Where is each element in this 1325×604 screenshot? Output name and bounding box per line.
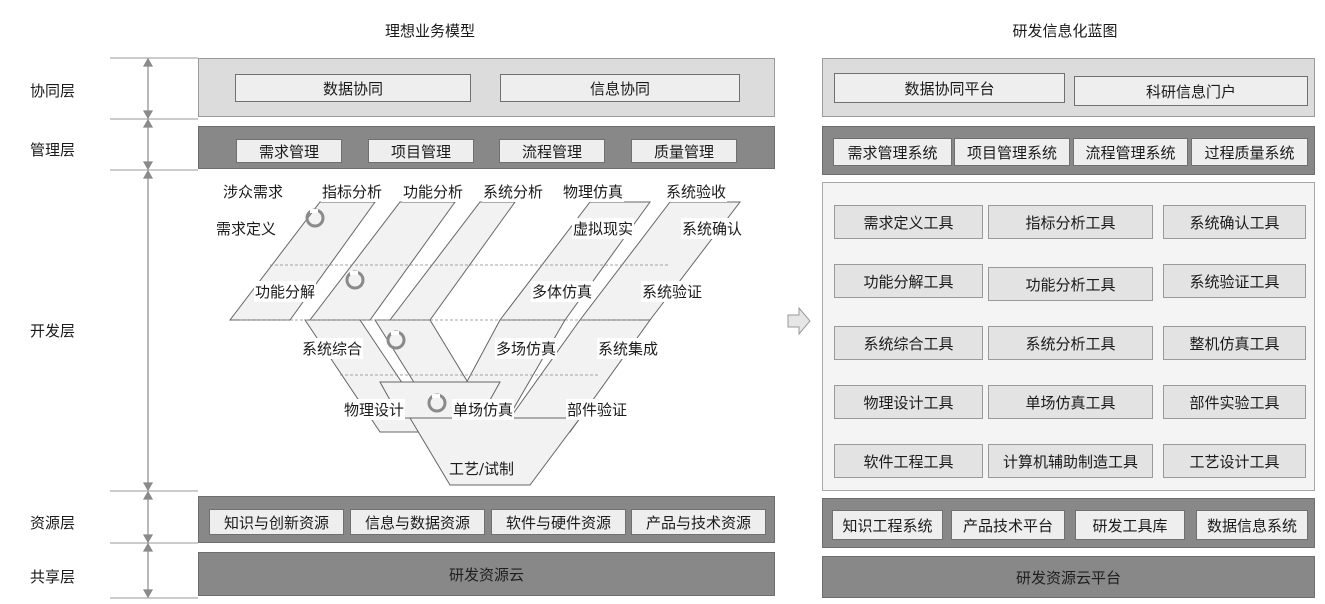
left-res-product-tech: 产品与技术资源 (631, 509, 766, 535)
tool-system-validation: 系统确认工具 (1163, 205, 1306, 239)
tool-process-design: 工艺设计工具 (1163, 444, 1306, 478)
left-collab-data: 数据协同 (235, 74, 471, 102)
v-label-system-acceptance: 系统验收 (665, 181, 728, 202)
layer-label-collaboration: 协同层 (30, 82, 76, 100)
layer-label-resource: 资源层 (30, 514, 76, 532)
left-collaboration-band: 数据协同 信息协同 (198, 58, 775, 117)
tool-software-eng: 软件工程工具 (834, 444, 983, 478)
right-res-data-info: 数据信息系统 (1196, 510, 1308, 540)
left-mgmt-project: 项目管理 (368, 139, 474, 163)
left-res-knowledge: 知识与创新资源 (209, 509, 344, 535)
tool-component-test: 部件实验工具 (1163, 385, 1306, 419)
v-label-physical-design: 物理设计 (343, 399, 406, 420)
tool-singlefield-sim: 单场仿真工具 (988, 385, 1153, 419)
right-mgmt-process: 流程管理系统 (1073, 138, 1188, 166)
v-label-stakeholder-req: 涉众需求 (222, 181, 285, 202)
tool-system-analysis: 系统分析工具 (988, 326, 1153, 360)
tool-index-analysis: 指标分析工具 (988, 205, 1153, 239)
v-label-system-assembly: 系统集成 (597, 338, 660, 359)
v-label-index-analysis: 指标分析 (321, 181, 384, 202)
right-management-band: 需求管理系统 项目管理系统 流程管理系统 过程质量系统 (822, 126, 1315, 175)
v-label-system-verification: 系统验证 (641, 281, 704, 302)
tool-system-verification: 系统验证工具 (1163, 264, 1306, 298)
v-label-singlefield-sim: 单场仿真 (452, 399, 515, 420)
tool-physical-design: 物理设计工具 (834, 385, 983, 419)
right-res-knowledge-eng: 知识工程系统 (832, 510, 943, 540)
right-res-product-platform: 产品技术平台 (951, 510, 1065, 540)
left-cloud-band: 研发资源云 (198, 552, 775, 596)
v-label-virtual-reality: 虚拟现实 (572, 218, 635, 239)
right-mgmt-quality: 过程质量系统 (1191, 138, 1308, 166)
left-res-info-data: 信息与数据资源 (350, 509, 485, 535)
dimension-arrow-icon (110, 57, 198, 599)
v-label-process-trial: 工艺/试制 (449, 460, 515, 478)
right-mgmt-requirement: 需求管理系统 (833, 138, 952, 166)
right-collab-portal: 科研信息门户 (1074, 76, 1308, 106)
right-res-tool-library: 研发工具库 (1075, 510, 1185, 540)
left-title: 理想业务模型 (384, 22, 475, 40)
right-collab-data-platform: 数据协同平台 (834, 73, 1065, 103)
left-mgmt-quality: 质量管理 (631, 139, 737, 163)
left-mgmt-requirement: 需求管理 (236, 139, 342, 163)
tool-req-definition: 需求定义工具 (834, 205, 983, 239)
right-resource-band: 知识工程系统 产品技术平台 研发工具库 数据信息系统 (822, 498, 1315, 548)
tool-full-machine-sim: 整机仿真工具 (1163, 326, 1306, 360)
tool-cam: 计算机辅助制造工具 (988, 444, 1153, 478)
left-resource-band: 知识与创新资源 信息与数据资源 软件与硬件资源 产品与技术资源 (198, 496, 775, 543)
right-mgmt-project: 项目管理系统 (954, 138, 1070, 166)
v-label-system-integration: 系统综合 (301, 338, 364, 359)
v-label-function-analysis: 功能分析 (402, 181, 465, 202)
right-tools-panel: 需求定义工具 指标分析工具 系统确认工具 功能分解工具 功能分析工具 系统验证工… (822, 182, 1315, 491)
tool-function-analysis: 功能分析工具 (988, 267, 1153, 301)
layer-label-development: 开发层 (30, 322, 76, 340)
layer-label-management: 管理层 (30, 141, 76, 159)
right-cloud-band: 研发资源云平台 (822, 556, 1315, 598)
v-label-req-definition: 需求定义 (215, 218, 278, 239)
right-collaboration-band: 数据协同平台 科研信息门户 (822, 58, 1315, 117)
v-label-component-verify: 部件验证 (566, 399, 629, 420)
right-title: 研发信息化蓝图 (1012, 22, 1118, 40)
v-label-function-decomp: 功能分解 (254, 281, 317, 302)
right-arrow-icon (787, 306, 811, 336)
tool-system-integration: 系统综合工具 (834, 326, 983, 360)
left-res-software-hardware: 软件与硬件资源 (491, 509, 626, 535)
left-collab-info: 信息协同 (500, 74, 740, 102)
v-label-system-analysis: 系统分析 (482, 181, 545, 202)
v-label-physical-sim: 物理仿真 (562, 181, 625, 202)
left-management-band: 需求管理 项目管理 流程管理 质量管理 (198, 126, 775, 169)
left-mgmt-process: 流程管理 (499, 139, 605, 163)
v-label-system-validation: 系统确认 (681, 218, 744, 239)
v-label-multibody-sim: 多体仿真 (531, 281, 594, 302)
v-label-multifield-sim: 多场仿真 (495, 338, 558, 359)
v-bottom-base (409, 417, 581, 486)
layer-label-sharing: 共享层 (30, 568, 76, 586)
tool-function-decomp: 功能分解工具 (834, 264, 983, 298)
